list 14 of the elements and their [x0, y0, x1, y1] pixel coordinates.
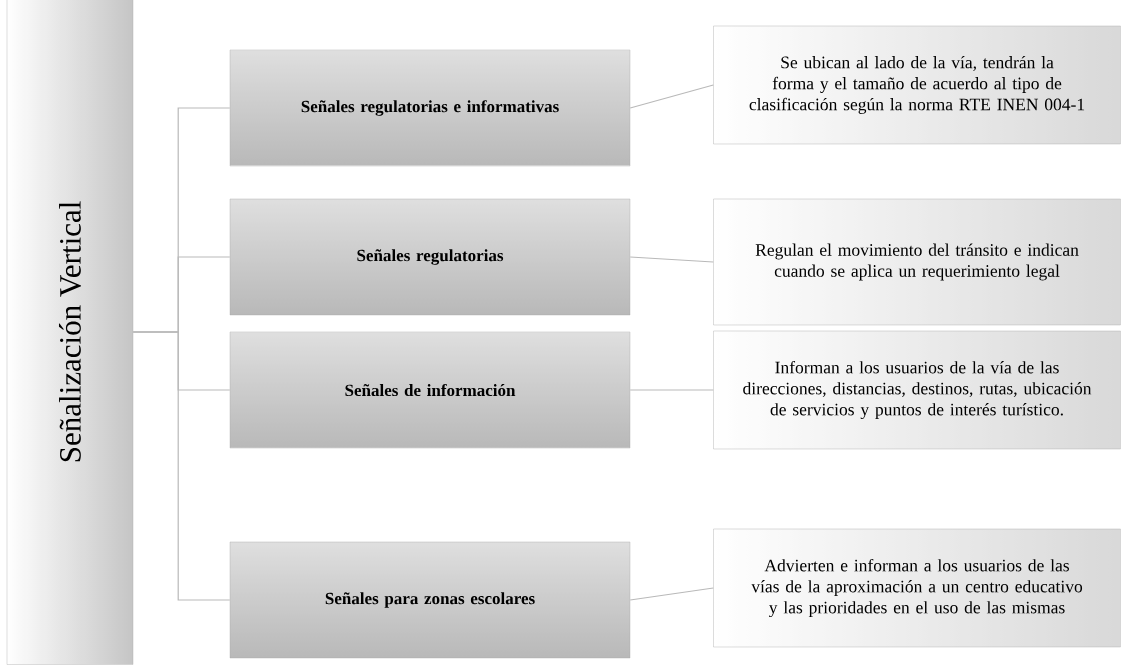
description-box: Informan a los usuarios de la vía de las direcciones, distancias, destinos, rutas, ubicación de servicios y puntos de interés turístico. [713, 330, 1121, 450]
connector-line [629, 389, 714, 391]
description-box: Regulan el movimiento del tránsito e indican cuando se aplica un requerimiento legal [713, 198, 1121, 326]
category-box: Señales regulatorias e informativas [229, 49, 631, 167]
category-box: Señales para zonas escolares [229, 541, 631, 659]
connector-line [629, 256, 714, 263]
category-box: Señales regulatorias [229, 198, 631, 316]
connector-line [132, 331, 231, 601]
connector-line [629, 84, 714, 109]
connector-line [629, 587, 714, 601]
description-box: Advierten e informan a los usuarios de las vías de la aproximación a un centro educativo y las prioridades en el uso de las mismas [713, 528, 1121, 648]
title-box: Señalización Vertical [6, 0, 134, 665]
category-box: Señales de información [229, 331, 631, 449]
description-box: Se ubican al lado de la vía, tendrán la forma y el tamaño de acuerdo al tipo de clasificación según la norma RTE INEN 004-1 [713, 25, 1121, 145]
